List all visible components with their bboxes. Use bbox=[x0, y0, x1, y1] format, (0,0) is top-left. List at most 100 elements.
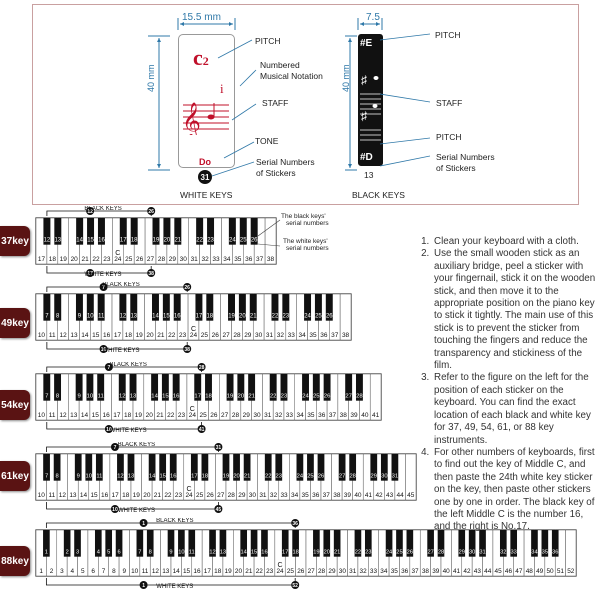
white-key-number: 14 bbox=[81, 332, 89, 339]
black-key-number: 15 bbox=[159, 474, 165, 480]
black-key bbox=[43, 218, 51, 245]
black-key-number: 5 bbox=[107, 550, 110, 556]
white-key-number: 7 bbox=[102, 568, 106, 575]
black-key bbox=[205, 374, 212, 401]
black-keys-label: BLACK KEYS bbox=[110, 362, 147, 368]
white-key-number: 21 bbox=[157, 332, 165, 339]
white-key-number: 41 bbox=[453, 568, 461, 575]
black-key bbox=[233, 454, 240, 481]
black-key bbox=[499, 530, 507, 557]
black-key-number: 25 bbox=[313, 394, 320, 400]
white-key-number: 36 bbox=[318, 412, 326, 419]
black-key bbox=[43, 294, 51, 321]
white-key-number: 45 bbox=[495, 568, 503, 575]
black-key-number: 19 bbox=[228, 314, 235, 320]
black-key bbox=[146, 530, 154, 557]
white-key-number: 32 bbox=[277, 332, 285, 339]
white-key-number: 37 bbox=[323, 492, 331, 499]
black-key-number: 10 bbox=[87, 394, 94, 400]
black-key-number: 23 bbox=[281, 394, 288, 400]
white-serial-badge: 31 bbox=[198, 170, 212, 184]
black-key-number: 27 bbox=[339, 474, 345, 480]
black-key-number: 4 bbox=[97, 550, 100, 556]
white-end-badge-circle bbox=[291, 581, 300, 589]
svg-text:𝄞: 𝄞 bbox=[182, 102, 201, 135]
black-key-number: 11 bbox=[189, 550, 195, 556]
black-key-number: 14 bbox=[76, 238, 83, 244]
white-key-number: 30 bbox=[339, 568, 347, 575]
black-key bbox=[196, 218, 204, 245]
white-key-number: 38 bbox=[333, 492, 341, 499]
white-key-number: 45 bbox=[407, 492, 415, 499]
black-key-number: 21 bbox=[174, 238, 181, 244]
black-key-number: 8 bbox=[56, 394, 60, 400]
white-key-number: 17 bbox=[38, 256, 46, 263]
white-end-badge: 41 bbox=[199, 427, 205, 433]
white-key-number: 28 bbox=[232, 412, 240, 419]
black-width-label: 7.5 bbox=[366, 12, 380, 23]
white-key-number: 29 bbox=[244, 332, 252, 339]
black-key bbox=[130, 218, 138, 245]
black-key bbox=[531, 530, 538, 557]
white-key-number: 14 bbox=[81, 412, 89, 419]
white-start-badge-circle bbox=[104, 425, 113, 433]
black-key bbox=[54, 294, 62, 321]
black-key-number: 24 bbox=[386, 550, 392, 556]
black-key-number: 22 bbox=[272, 314, 279, 320]
white-key-number: 23 bbox=[179, 332, 187, 339]
label-numbered-1: Numbered bbox=[260, 60, 300, 70]
black-key bbox=[261, 530, 268, 557]
white-key-number: 23 bbox=[175, 492, 183, 499]
black-key-number: 23 bbox=[283, 314, 290, 320]
black-key bbox=[380, 454, 388, 481]
black-key bbox=[54, 374, 62, 401]
black-key-number: 32 bbox=[500, 550, 506, 556]
black-key bbox=[479, 530, 486, 557]
white-key-number: 15 bbox=[92, 412, 100, 419]
black-key bbox=[127, 454, 135, 481]
black-key-number: 25 bbox=[307, 474, 313, 480]
black-key bbox=[86, 294, 94, 321]
black-key-number: 28 bbox=[349, 474, 355, 480]
white-key-number: 25 bbox=[196, 492, 204, 499]
black-key bbox=[385, 530, 393, 557]
black-key-number: 13 bbox=[128, 474, 134, 480]
black-key bbox=[317, 454, 325, 481]
black-key-number: 17 bbox=[120, 238, 127, 244]
black-key-number: 14 bbox=[151, 394, 158, 400]
black-key-number: 23 bbox=[365, 550, 371, 556]
black-keys-caption: BLACK KEYS bbox=[352, 190, 405, 200]
white-key bbox=[264, 217, 277, 265]
black-key bbox=[427, 530, 434, 557]
white-keys-label: WHITE KEYS bbox=[103, 348, 140, 354]
black-start-badge-circle bbox=[86, 207, 95, 215]
black-key-number: 7 bbox=[138, 550, 141, 556]
black-key bbox=[396, 530, 403, 557]
black-serial-number: 13 bbox=[364, 170, 374, 180]
white-key-number: 11 bbox=[142, 568, 149, 575]
black-end-badge-circle bbox=[291, 519, 300, 527]
white-key-number: 13 bbox=[69, 492, 77, 499]
white-key-number: 16 bbox=[103, 332, 111, 339]
black-key bbox=[304, 294, 312, 321]
black-key bbox=[510, 530, 518, 557]
black-key bbox=[75, 374, 83, 401]
white-key-number: 32 bbox=[360, 568, 368, 575]
white-start-badge-circle bbox=[110, 505, 119, 513]
black-key bbox=[118, 374, 126, 401]
white-key-number: 34 bbox=[291, 492, 299, 499]
white-key-number: 22 bbox=[164, 492, 172, 499]
black-key-number: 21 bbox=[334, 550, 340, 556]
black-key bbox=[280, 374, 288, 401]
white-key-number: 26 bbox=[212, 332, 220, 339]
black-key-number: 31 bbox=[392, 474, 398, 480]
black-key bbox=[240, 530, 248, 557]
black-key bbox=[333, 530, 341, 557]
black-start-badge-circle bbox=[104, 363, 113, 371]
black-key-number: 22 bbox=[270, 394, 277, 400]
white-key-number: 24 bbox=[190, 332, 198, 339]
white-key-number: 50 bbox=[546, 568, 554, 575]
white-key-number: 47 bbox=[515, 568, 523, 575]
black-key-number: 9 bbox=[77, 474, 80, 480]
